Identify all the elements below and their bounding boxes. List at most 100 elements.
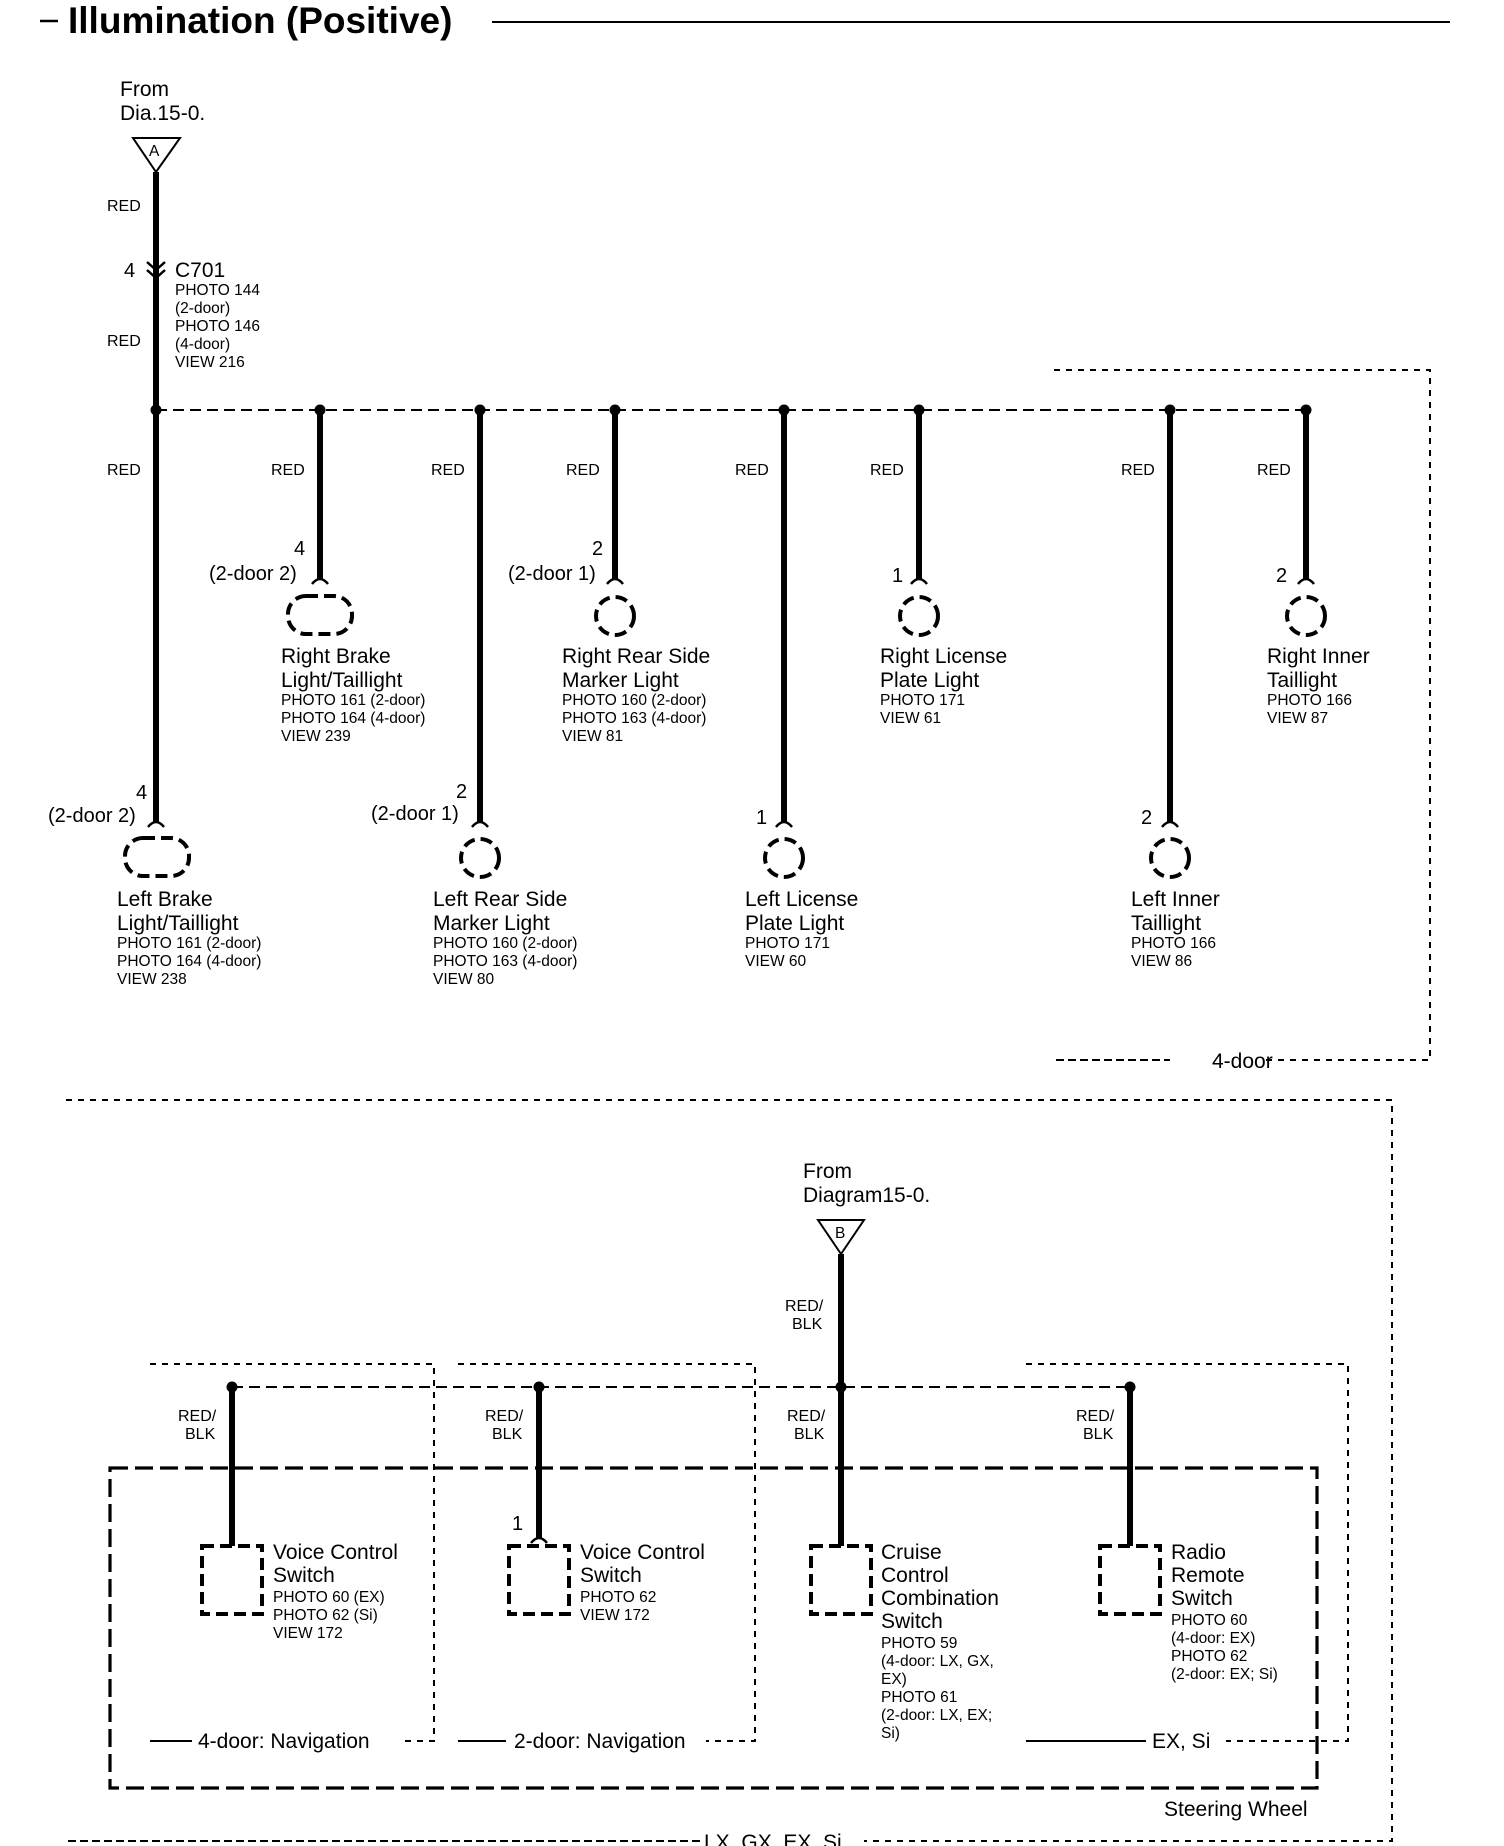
main-feed-wire-label-2: RED bbox=[107, 333, 141, 350]
pin-number: 4 bbox=[136, 782, 147, 804]
left-rear-side-marker-name-2: Marker Light bbox=[433, 912, 550, 935]
lower-feed-label-1: RED/ bbox=[785, 1298, 824, 1315]
pin-terminal bbox=[147, 820, 165, 828]
voice-control-4door-ref-2: PHOTO 62 (Si) bbox=[273, 1607, 378, 1624]
branch-right-license-plate: RED 1 Right License Plate Light PHOTO 17… bbox=[870, 404, 1007, 727]
radio-remote-ref-2: (4-door: EX) bbox=[1171, 1630, 1255, 1647]
source-a-triangle bbox=[131, 137, 182, 174]
radio-remote-name-3: Switch bbox=[1171, 1587, 1233, 1610]
left-inner-taillight-name-2: Taillight bbox=[1131, 912, 1201, 935]
left-brake-name-2: Light/Taillight bbox=[117, 912, 239, 935]
left-license-plate-ref-2: VIEW 60 bbox=[745, 953, 807, 970]
left-rear-side-marker-lamp-symbol bbox=[459, 837, 501, 879]
page-title: Illumination (Positive) bbox=[68, 0, 452, 41]
right-brake-ref-2: PHOTO 164 (4-door) bbox=[281, 710, 425, 727]
left-license-plate-lamp-symbol bbox=[763, 837, 805, 879]
title-block: Illumination (Positive) bbox=[40, 0, 1450, 41]
left-inner-taillight-name-1: Left Inner bbox=[1131, 888, 1220, 911]
wire-label: RED bbox=[271, 462, 305, 479]
voice-control-2door-name-1: Voice Control bbox=[580, 1541, 705, 1564]
pin-variant: (2-door 2) bbox=[209, 563, 297, 585]
wire-label-1: RED/ bbox=[485, 1408, 524, 1425]
source-b-id: B bbox=[835, 1225, 845, 1242]
right-brake-ref-1: PHOTO 161 (2-door) bbox=[281, 692, 425, 709]
pin-number: 2 bbox=[1141, 807, 1152, 829]
left-rear-side-marker-name-1: Left Rear Side bbox=[433, 888, 567, 911]
pin-variant: (2-door 1) bbox=[508, 563, 596, 585]
branch-right-rear-side-marker: RED 2 (2-door 1) Right Rear Side Marker … bbox=[508, 404, 710, 745]
radio-remote-ref-3: PHOTO 62 bbox=[1171, 1648, 1247, 1665]
region-trim-box bbox=[66, 1099, 1393, 1842]
branch-left-brake: RED 4 (2-door 2) Left Brake Light/Tailli… bbox=[48, 404, 261, 988]
right-inner-taillight-lamp-symbol bbox=[1285, 595, 1327, 637]
cruise-control-ref-6: Si) bbox=[881, 1725, 900, 1742]
c701-ref-5: VIEW 216 bbox=[175, 354, 245, 371]
region-ex-si-label: EX, Si bbox=[1152, 1730, 1210, 1753]
pin-number: 2 bbox=[456, 781, 467, 803]
left-rear-side-marker-ref-1: PHOTO 160 (2-door) bbox=[433, 935, 577, 952]
branch-cruise-control: RED/ BLK Cruise Control Combination Swit… bbox=[787, 1381, 999, 1742]
radio-remote-name-2: Remote bbox=[1171, 1564, 1245, 1587]
right-rear-side-marker-name-1: Right Rear Side bbox=[562, 645, 710, 668]
left-rear-side-marker-ref-2: PHOTO 163 (4-door) bbox=[433, 953, 577, 970]
pin-number: 2 bbox=[592, 538, 603, 560]
left-brake-ref-1: PHOTO 161 (2-door) bbox=[117, 935, 261, 952]
c701-name: C701 bbox=[175, 259, 225, 282]
left-brake-ref-2: PHOTO 164 (4-door) bbox=[117, 953, 261, 970]
source-a-from: From bbox=[120, 78, 169, 101]
wire-label: RED bbox=[107, 462, 141, 479]
voice-control-4door-ref-3: VIEW 172 bbox=[273, 1625, 343, 1642]
left-inner-taillight-ref-1: PHOTO 166 bbox=[1131, 935, 1216, 952]
branch-voice-control-2door: RED/ BLK 1 Voice Control Switch PHOTO 62… bbox=[485, 1381, 705, 1624]
region-steering-wheel-box bbox=[108, 1466, 1319, 1790]
lower-feed-label-2: BLK bbox=[792, 1316, 823, 1333]
wire-label: RED bbox=[566, 462, 600, 479]
cruise-control-ref-5: (2-door: LX, EX; bbox=[881, 1707, 992, 1724]
main-feed-wire-label-1: RED bbox=[107, 198, 141, 215]
right-brake-ref-3: VIEW 239 bbox=[281, 728, 351, 745]
cruise-control-ref-1: PHOTO 59 bbox=[881, 1635, 957, 1652]
pin-terminal bbox=[1161, 820, 1179, 828]
pin-number: 4 bbox=[294, 538, 305, 560]
right-license-plate-name-1: Right License bbox=[880, 645, 1007, 668]
left-license-plate-name-1: Left License bbox=[745, 888, 858, 911]
source-a-ref: Dia.15-0. bbox=[120, 102, 205, 125]
cruise-control-ref-3: EX) bbox=[881, 1671, 907, 1688]
c701-ref-4: (4-door) bbox=[175, 336, 230, 353]
source-a: From Dia.15-0. A bbox=[120, 78, 205, 174]
cruise-control-name-2: Control bbox=[881, 1564, 949, 1587]
cruise-control-ref-4: PHOTO 61 bbox=[881, 1689, 957, 1706]
cruise-control-ref-2: (4-door: LX, GX, bbox=[881, 1653, 994, 1670]
voice-control-4door-ref-1: PHOTO 60 (EX) bbox=[273, 1589, 385, 1606]
left-rear-side-marker-ref-3: VIEW 80 bbox=[433, 971, 495, 988]
region-4door-nav-box bbox=[150, 1363, 435, 1742]
left-license-plate-name-2: Plate Light bbox=[745, 912, 844, 935]
pin-terminal bbox=[471, 820, 489, 828]
right-inner-taillight-ref-1: PHOTO 166 bbox=[1267, 692, 1352, 709]
cruise-control-name-3: Combination bbox=[881, 1587, 999, 1610]
wire-label-1: RED/ bbox=[1076, 1408, 1115, 1425]
right-license-plate-ref-1: PHOTO 171 bbox=[880, 692, 965, 709]
right-brake-lamp-symbol bbox=[286, 594, 354, 636]
pin-terminal bbox=[606, 577, 624, 585]
right-rear-side-marker-ref-1: PHOTO 160 (2-door) bbox=[562, 692, 706, 709]
voice-control-2door-ref-2: VIEW 172 bbox=[580, 1607, 650, 1624]
pin-number: 1 bbox=[892, 565, 903, 587]
voice-control-2door-switch-symbol bbox=[507, 1544, 571, 1616]
pin-number: 2 bbox=[1276, 565, 1287, 587]
voice-control-4door-name-2: Switch bbox=[273, 1564, 335, 1587]
region-2door-nav-label: 2-door: Navigation bbox=[514, 1730, 686, 1753]
pin-terminal bbox=[530, 1536, 548, 1544]
branch-radio-remote: RED/ BLK Radio Remote Switch PHOTO 60 (4… bbox=[1076, 1381, 1278, 1683]
cruise-control-switch-symbol bbox=[809, 1544, 873, 1616]
right-brake-name-1: Right Brake bbox=[281, 645, 391, 668]
wire-label-2: BLK bbox=[492, 1426, 523, 1443]
radio-remote-ref-1: PHOTO 60 bbox=[1171, 1612, 1248, 1629]
source-b: From Diagram15-0. B bbox=[803, 1160, 930, 1256]
cruise-control-name-4: Switch bbox=[881, 1610, 943, 1633]
right-brake-name-2: Light/Taillight bbox=[281, 669, 403, 692]
right-rear-side-marker-name-2: Marker Light bbox=[562, 669, 679, 692]
branch-right-inner-taillight: RED 2 Right Inner Taillight PHOTO 166 VI… bbox=[1257, 404, 1370, 727]
wire-label: RED bbox=[431, 462, 465, 479]
